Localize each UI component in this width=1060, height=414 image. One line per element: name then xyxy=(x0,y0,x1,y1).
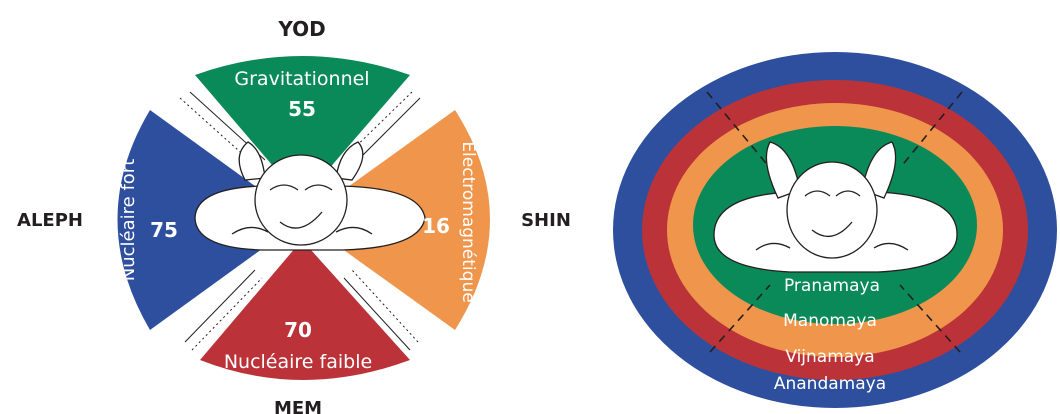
layer-label-manomaya: Manomaya xyxy=(783,311,877,331)
direction-label-left: ALEPH xyxy=(17,210,83,231)
force-wedge-top xyxy=(195,56,410,200)
force-value-bottom: 70 xyxy=(284,318,312,342)
meditating-figure-left xyxy=(194,141,426,251)
direction-label-right: SHIN xyxy=(521,210,571,231)
layer-label-anandamaya: Anandamaya xyxy=(774,374,886,394)
force-name-left: Nucléaire fort xyxy=(118,159,139,281)
force-value-top: 55 xyxy=(288,97,316,121)
force-value-left: 75 xyxy=(150,218,178,242)
layer-label-pranamaya: Pranamaya xyxy=(784,276,880,296)
force-name-bottom: Nucléaire faible xyxy=(224,351,372,373)
force-wedge-bottom xyxy=(200,240,410,380)
direction-label-top: YOD xyxy=(277,17,325,41)
meditating-figure-right xyxy=(713,141,958,273)
direction-label-bottom: MEM xyxy=(274,398,322,414)
force-value-right: 16 xyxy=(422,214,450,238)
koshas-diagram: Pranamaya Manomaya Vijnamaya Anandamaya xyxy=(613,52,1057,408)
dashed-diagonals xyxy=(706,91,963,353)
force-name-top: Gravitationnel xyxy=(234,68,369,90)
layer-label-vijnamaya: Vijnamaya xyxy=(785,347,874,367)
force-name-right: Électromagnétique xyxy=(458,141,480,302)
forces-diagram: YOD ALEPH SHIN MEM xyxy=(17,17,571,414)
